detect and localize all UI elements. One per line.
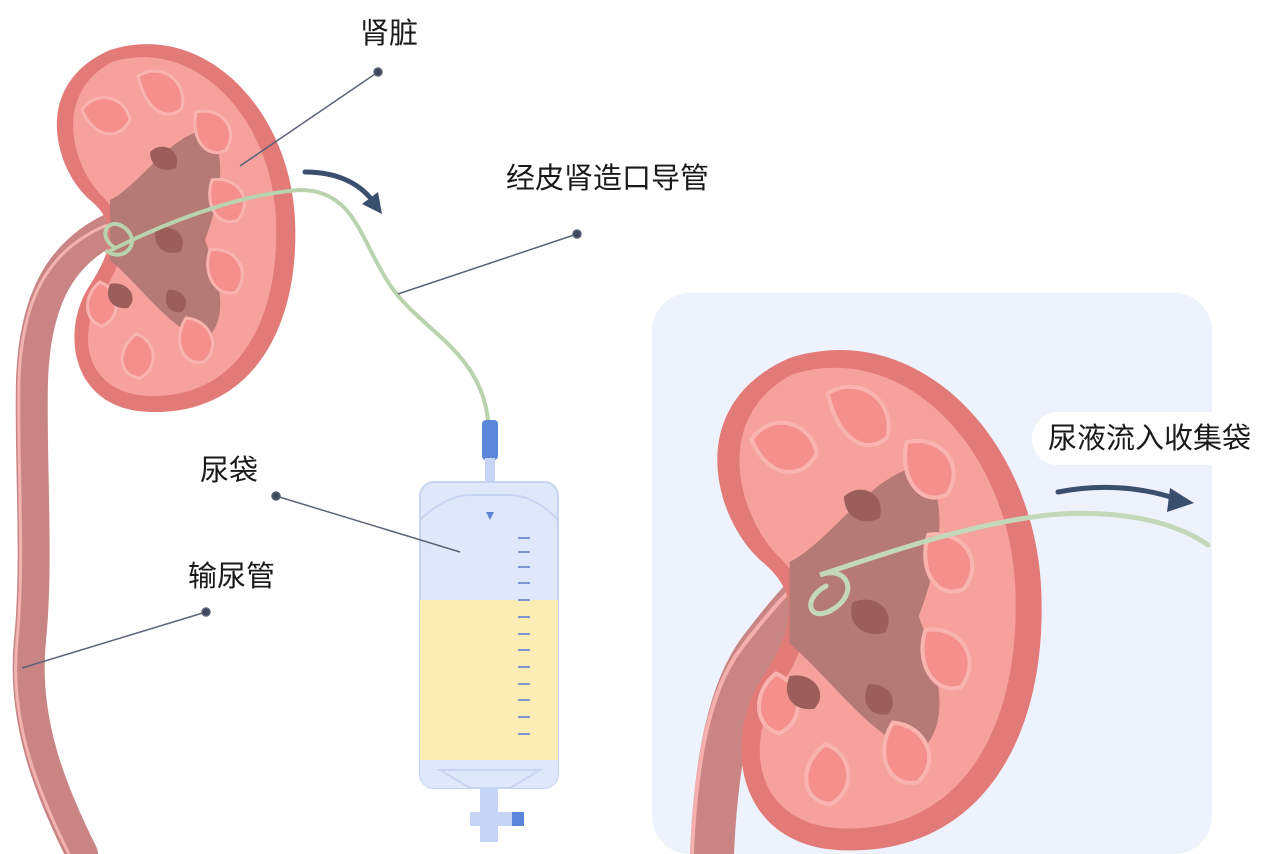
catheter-leader-line bbox=[397, 233, 578, 295]
catheter-label: 经皮肾造口导管 bbox=[506, 161, 710, 195]
urine-bag bbox=[419, 420, 559, 842]
bag-leader-line bbox=[275, 495, 461, 553]
kidney-leader-line bbox=[239, 71, 379, 167]
kidney-label: 肾脏 bbox=[360, 16, 419, 50]
catheter-tube bbox=[103, 187, 490, 422]
urine-flow-label: 尿液流入收集袋 bbox=[1032, 412, 1268, 465]
ureter-leader-line bbox=[21, 611, 207, 669]
right-arrow-icon bbox=[1055, 484, 1194, 512]
ureter-label: 输尿管 bbox=[188, 559, 276, 593]
inset-catheter bbox=[808, 510, 1211, 617]
urine-bag-label: 尿袋 bbox=[200, 453, 259, 487]
urine-fill bbox=[420, 600, 558, 760]
ureter bbox=[12, 209, 136, 854]
curved-arrow-icon bbox=[302, 169, 382, 214]
